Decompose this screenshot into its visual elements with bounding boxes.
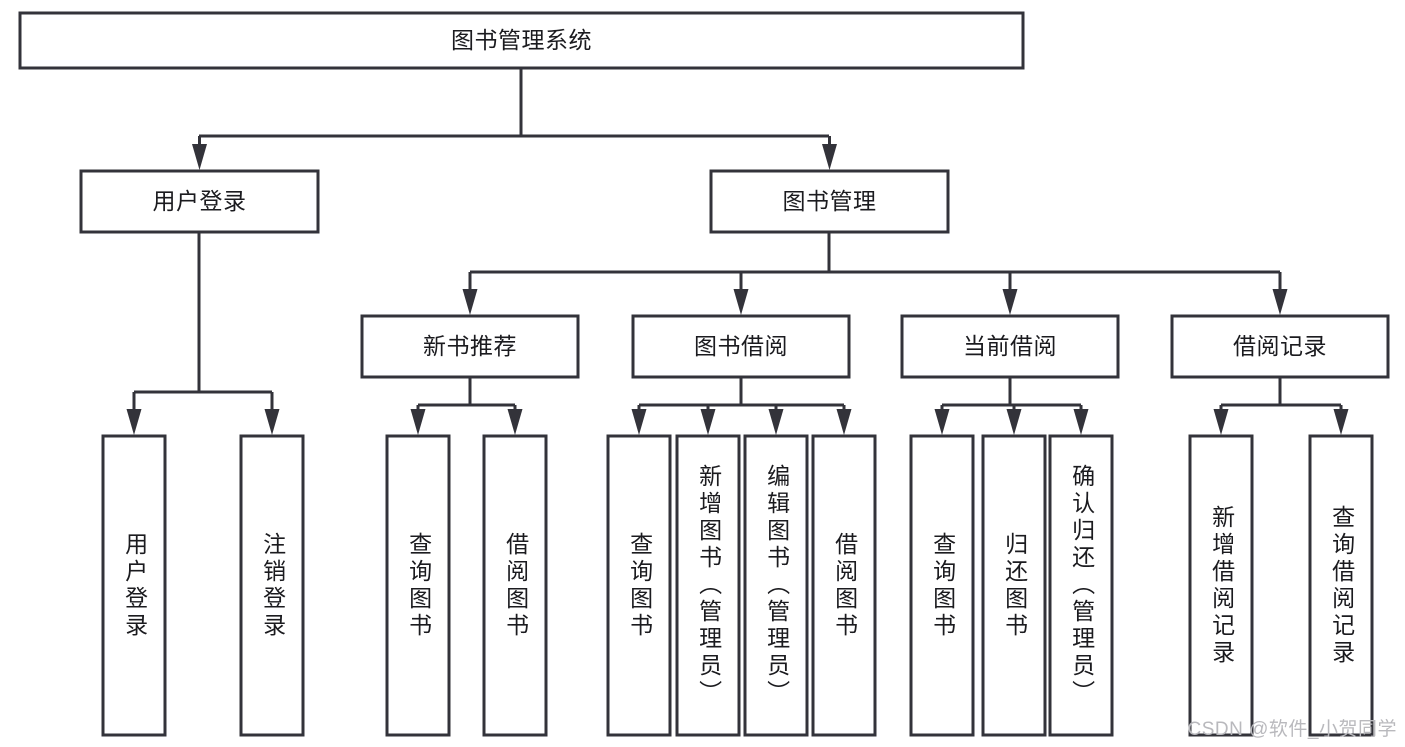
node-book-manage[interactable] [711, 171, 948, 232]
node-box-leaf-edit-book[interactable] [743, 434, 809, 737]
node-user-login[interactable] [81, 171, 318, 232]
connector-book-manage-bus [462, 232, 1288, 315]
node-box-leaf-borrow-book-rec[interactable] [482, 434, 548, 737]
node-box-leaf-query-book-cur[interactable] [909, 434, 975, 737]
connector-user-login-bus [126, 232, 280, 435]
connector-new-book-recommend-bus [410, 377, 523, 435]
node-box-current-borrow[interactable] [900, 314, 1120, 379]
node-root[interactable] [20, 13, 1023, 68]
node-book-borrow[interactable] [633, 316, 849, 377]
connector-borrow-record-bus [1213, 377, 1349, 435]
node-leaf-add-borrow-record[interactable] [1190, 436, 1252, 735]
boxes-layer [18, 11, 1390, 737]
node-leaf-borrow-book-rec[interactable] [484, 436, 546, 735]
node-leaf-confirm-return[interactable] [1050, 436, 1112, 735]
node-current-borrow[interactable] [902, 316, 1118, 377]
node-box-borrow-record[interactable] [1170, 314, 1390, 379]
node-box-leaf-add-book[interactable] [675, 434, 741, 737]
node-leaf-query-book-cur[interactable] [911, 436, 973, 735]
node-leaf-return-book[interactable] [983, 436, 1045, 735]
node-box-leaf-confirm-return[interactable] [1048, 434, 1114, 737]
node-leaf-query-borrow-record[interactable] [1310, 436, 1372, 735]
node-new-book-recommend[interactable] [362, 316, 578, 377]
node-leaf-user-login[interactable] [103, 436, 165, 735]
node-box-leaf-borrow-book[interactable] [811, 434, 877, 737]
node-leaf-query-book-rec[interactable] [387, 436, 449, 735]
node-box-book-manage[interactable] [709, 169, 950, 234]
node-box-leaf-query-book-rec[interactable] [385, 434, 451, 737]
connector-book-borrow-bus [631, 377, 852, 435]
node-box-user-login[interactable] [79, 169, 320, 234]
node-borrow-record[interactable] [1172, 316, 1388, 377]
node-box-new-book-recommend[interactable] [360, 314, 580, 379]
connector-current-borrow-bus [934, 377, 1089, 435]
node-box-leaf-query-borrow-record[interactable] [1308, 434, 1374, 737]
connectors-layer [126, 68, 1349, 435]
node-leaf-borrow-book[interactable] [813, 436, 875, 735]
node-box-leaf-query-book-borrow[interactable] [606, 434, 672, 737]
node-box-book-borrow[interactable] [631, 314, 851, 379]
node-box-leaf-user-login[interactable] [101, 434, 167, 737]
node-leaf-query-book-borrow[interactable] [608, 436, 670, 735]
csdn-watermark: CSDN @软件_小贺同学 [1187, 719, 1397, 740]
node-box-leaf-return-book[interactable] [981, 434, 1047, 737]
node-box-root[interactable] [18, 11, 1025, 70]
connector-root-bus [192, 68, 837, 170]
node-leaf-logout-login[interactable] [241, 436, 303, 735]
node-leaf-add-book[interactable] [677, 436, 739, 735]
node-box-leaf-logout-login[interactable] [239, 434, 305, 737]
node-leaf-edit-book[interactable] [745, 436, 807, 735]
node-box-leaf-add-borrow-record[interactable] [1188, 434, 1254, 737]
